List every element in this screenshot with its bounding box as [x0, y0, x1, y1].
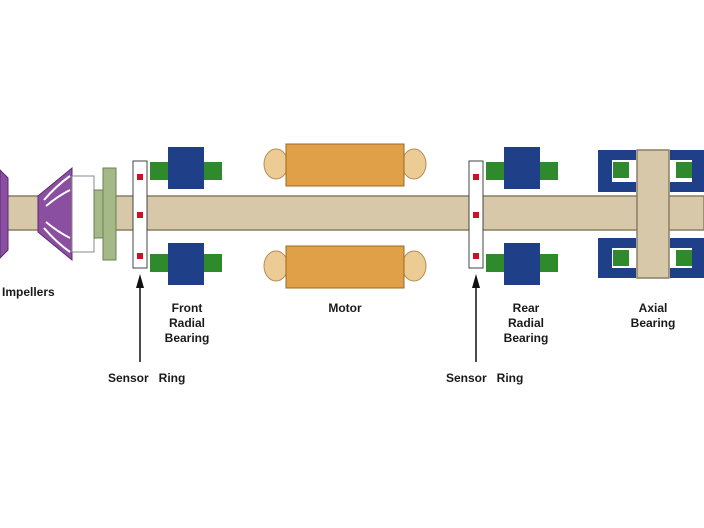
motor-stator-bottom [285, 245, 405, 289]
rear-bearing-bottom-coil [540, 254, 558, 272]
label-sensor-ring-front: Sensor Ring [108, 371, 186, 385]
front-radial-bearing [150, 147, 222, 285]
label-motor: Motor [328, 301, 362, 315]
rear-bearing-bottom-core [504, 243, 540, 285]
rear-bearing-bottom-coil [486, 254, 504, 272]
axial-bearing [598, 149, 704, 279]
axial-stator-top-right [670, 150, 704, 192]
label-axial-bearing: Axial Bearing [630, 301, 676, 330]
axial-coil [613, 250, 629, 266]
label-front-radial-bearing: Front Radial Bearing [164, 301, 210, 345]
coupling-white [71, 175, 95, 253]
coupling-green-outer [102, 167, 117, 261]
front-bearing-bottom-coil [150, 254, 168, 272]
sensor-arrow-rear [472, 274, 480, 362]
sensor-dot [137, 253, 143, 259]
motor [263, 143, 427, 289]
label-impellers: Impellers [2, 285, 55, 299]
rear-bearing-top-core [504, 147, 540, 189]
rear-bearing-top-coil [486, 162, 504, 180]
motor-stator-top [285, 143, 405, 187]
axial-coil [613, 162, 629, 178]
motor-endcap [263, 250, 289, 282]
motor-endcap [401, 148, 427, 180]
impeller-vanes [43, 175, 71, 253]
motor-endcap [263, 148, 289, 180]
sensor-ring-rear [468, 160, 484, 269]
shaft [0, 195, 704, 231]
axial-stator-bottom-left [598, 238, 636, 278]
rear-bearing-top-coil [540, 162, 558, 180]
sensor-dot [473, 212, 479, 218]
impellers [0, 166, 73, 262]
impeller-left [0, 169, 9, 259]
coupling-green-inner [93, 189, 104, 239]
sensor-arrow-front [136, 274, 144, 362]
impeller-right [37, 166, 73, 262]
front-bearing-bottom-core [168, 243, 204, 285]
front-bearing-top-coil [204, 162, 222, 180]
label-sensor-ring-rear: Sensor Ring [446, 371, 524, 385]
label-rear-radial-bearing: Rear Radial Bearing [503, 301, 549, 345]
axial-stator-bottom-right [670, 238, 704, 278]
axial-coil [676, 162, 692, 178]
sensor-ring-front [132, 160, 148, 269]
thrust-disk [636, 149, 670, 279]
sensor-dot [473, 174, 479, 180]
sensor-dot [473, 253, 479, 259]
front-bearing-top-coil [150, 162, 168, 180]
sensor-dot [137, 212, 143, 218]
front-bearing-top-core [168, 147, 204, 189]
motor-endcap [401, 250, 427, 282]
axial-stator-top-left [598, 150, 636, 192]
rear-radial-bearing [486, 147, 558, 285]
sensor-dot [137, 174, 143, 180]
axial-coil [676, 250, 692, 266]
front-bearing-bottom-coil [204, 254, 222, 272]
